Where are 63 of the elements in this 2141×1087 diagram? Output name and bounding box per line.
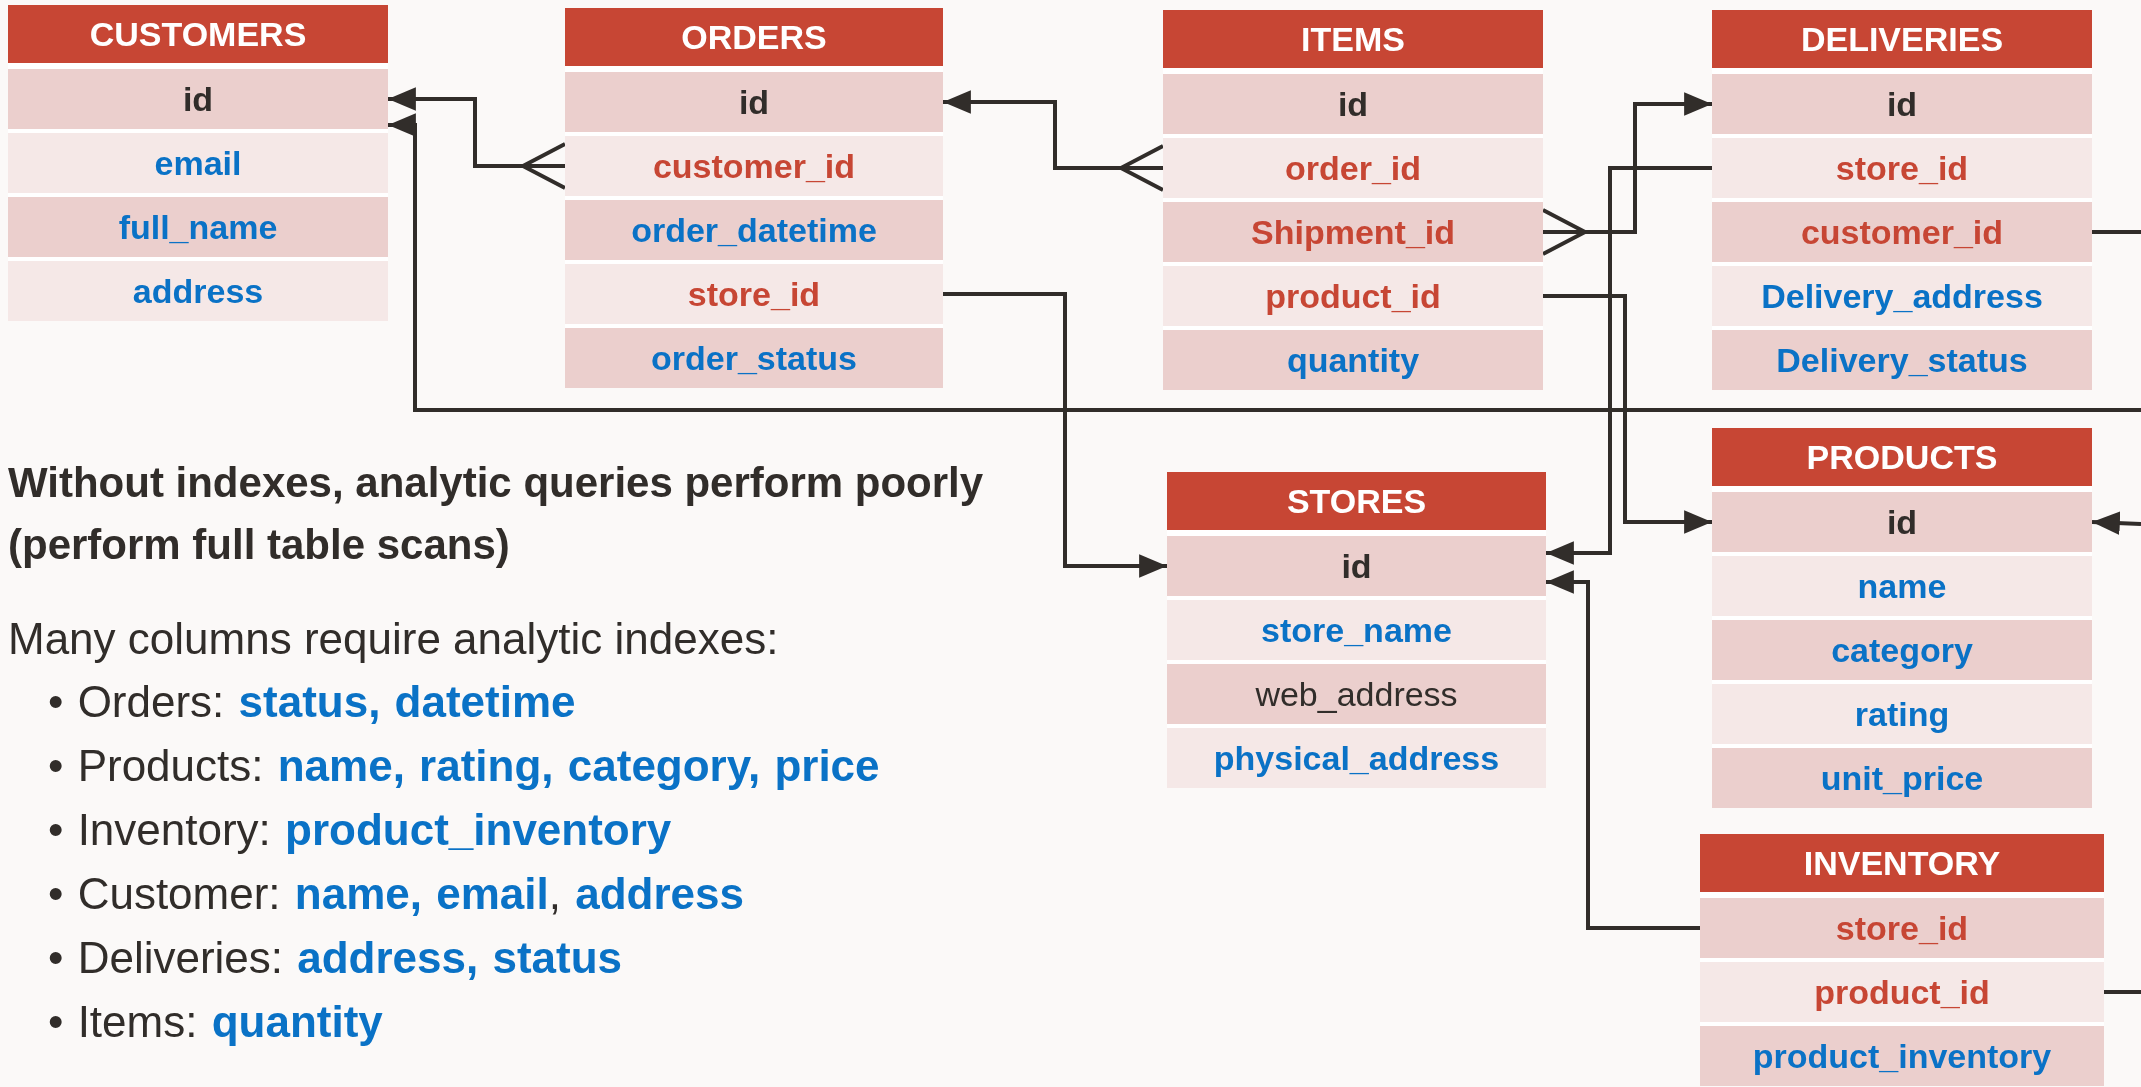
column-row: store_id	[1700, 898, 2104, 958]
column-row: store_id	[565, 264, 943, 324]
column-row: id	[1167, 536, 1546, 596]
column-row: order_status	[565, 328, 943, 388]
table-header: ITEMS	[1163, 10, 1543, 68]
table-header: CUSTOMERS	[8, 5, 388, 63]
relationship-line	[2091, 511, 2141, 535]
relationship-line	[2092, 230, 2141, 234]
relationship-line	[388, 113, 2141, 412]
column-row: customer_id	[1712, 202, 2092, 262]
column-row: id	[1712, 492, 2092, 552]
column-row: id	[565, 72, 943, 132]
paragraph: Many columns require analytic indexes:	[8, 613, 780, 665]
relationship-line	[943, 292, 1167, 578]
column-row: id	[8, 69, 388, 129]
column-row: Delivery_status	[1712, 330, 2092, 390]
column-row: physical_address	[1167, 728, 1546, 788]
relationship-line	[2104, 990, 2141, 994]
bullet-item: • Products: name, rating, category, price	[48, 740, 881, 792]
column-row: order_id	[1163, 138, 1543, 198]
entity-table	[8, 5, 388, 321]
column-row: product_id	[1700, 962, 2104, 1022]
bullet-item: • Deliveries: address, status	[48, 932, 624, 984]
table-header: STORES	[1167, 472, 1546, 530]
heading: Without indexes, analytic queries perform poorly (perform full table scans)	[8, 458, 985, 570]
entity-table	[1167, 472, 1546, 788]
relationship-line	[388, 87, 567, 190]
column-row: product_id	[1163, 266, 1543, 326]
column-row: name	[1712, 556, 2092, 616]
column-row: address	[8, 261, 388, 321]
column-row: store_name	[1167, 600, 1546, 660]
column-row: customer_id	[565, 136, 943, 196]
bullet-item: • Items: quantity	[48, 996, 384, 1048]
column-row: full_name	[8, 197, 388, 257]
bullet-item: • Customer: name, email, address	[48, 868, 745, 920]
column-row: id	[1163, 74, 1543, 134]
bullet-item: • Orders: status, datetime	[48, 676, 577, 728]
column-row: web_address	[1167, 664, 1546, 724]
entity-table	[565, 8, 943, 388]
column-row: id	[1712, 74, 2092, 134]
column-row: email	[8, 133, 388, 193]
entity-table	[1712, 10, 2092, 390]
table-header: PRODUCTS	[1712, 428, 2092, 486]
relationship-line	[1546, 166, 1712, 565]
relationship-line	[1543, 294, 1712, 534]
column-row: order_datetime	[565, 200, 943, 260]
column-row: Shipment_id	[1163, 202, 1543, 262]
entity-table	[1163, 10, 1543, 390]
column-row: quantity	[1163, 330, 1543, 390]
relationship-line	[943, 90, 1165, 192]
table-header: ORDERS	[565, 8, 943, 66]
relationship-line	[1546, 570, 1700, 930]
table-header: DELIVERIES	[1712, 10, 2092, 68]
bullet-item: • Inventory: product_inventory	[48, 804, 673, 856]
column-row: Delivery_address	[1712, 266, 2092, 326]
column-row: store_id	[1712, 138, 2092, 198]
table-header: INVENTORY	[1700, 834, 2104, 892]
entity-table	[1712, 428, 2092, 808]
column-row: product_inventory	[1700, 1026, 2104, 1086]
entity-table	[1700, 834, 2104, 1086]
column-row: rating	[1712, 684, 2092, 744]
column-row: unit_price	[1712, 748, 2092, 808]
column-row: category	[1712, 620, 2092, 680]
